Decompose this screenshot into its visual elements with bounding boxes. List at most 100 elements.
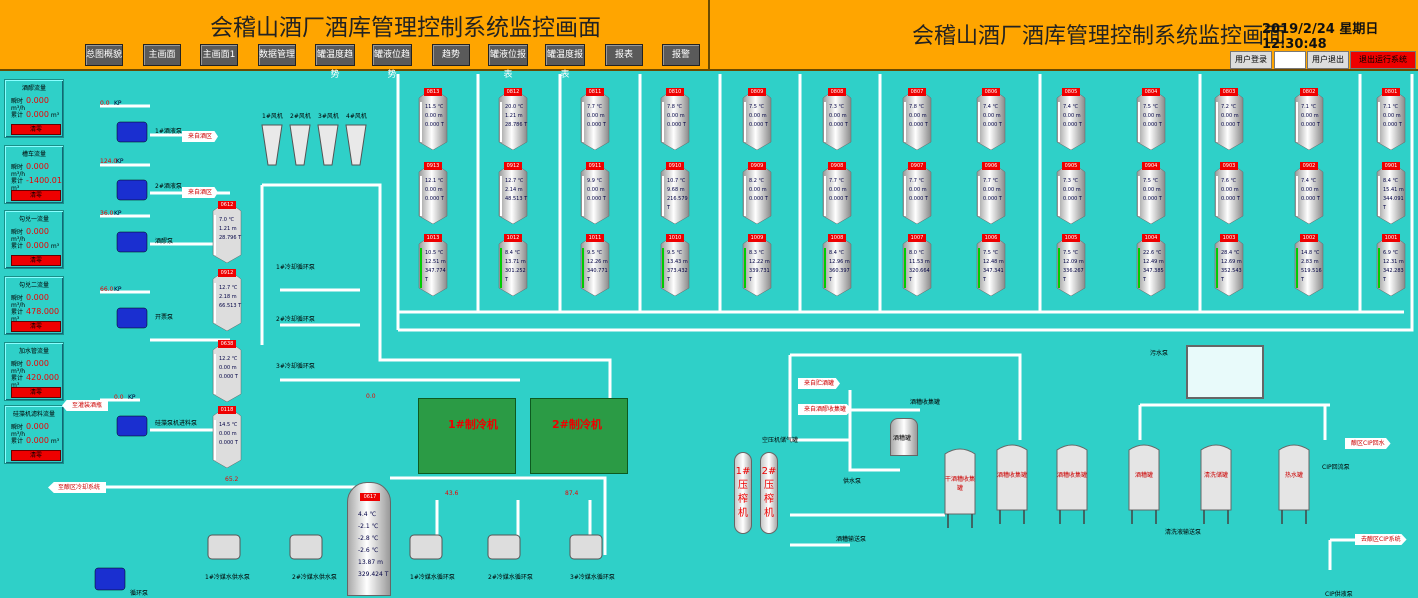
bottom-pump-5: 3#冷媒水循环泵 — [570, 574, 615, 581]
nav-main1[interactable]: 主画面1 — [200, 44, 238, 66]
exit-button[interactable]: 退出运行系统 — [1350, 51, 1416, 69]
small-tank[interactable] — [890, 418, 918, 456]
vertical-tank-1[interactable]: 干酒糟收集罐 — [944, 444, 976, 528]
reset-button-4[interactable]: 清零 — [11, 321, 61, 332]
tank-id: 0910 — [666, 162, 684, 170]
circ-pump-3: 3#冷却循环泵 — [276, 363, 315, 370]
nav-data[interactable]: 数据管理 — [258, 44, 296, 66]
reset-button-6[interactable]: 清零 — [11, 450, 61, 461]
nav-report[interactable]: 报表 — [605, 44, 643, 66]
tank-id: 0811 — [586, 88, 604, 96]
pump-icon — [116, 307, 148, 329]
vertical-tank-6[interactable]: 热水罐 — [1278, 440, 1310, 524]
header-divider — [708, 0, 710, 71]
user-input[interactable] — [1274, 51, 1306, 69]
vertical-tank-2[interactable]: 酒糟收集罐 — [996, 440, 1028, 524]
compressor-1[interactable]: 1#压榨机 — [734, 452, 752, 534]
nav-trend[interactable]: 趋势 — [432, 44, 470, 66]
cip-supply-label: CIP供液泵 — [1325, 591, 1353, 598]
reset-button-5[interactable]: 清零 — [11, 387, 61, 398]
pressure-p2: 65.2 — [225, 476, 239, 483]
bottom-pump-icons — [207, 534, 603, 560]
pump-label-1: 1#酒液泵 — [155, 128, 182, 135]
tank-id: 0908 — [828, 162, 846, 170]
login-button[interactable]: 用户登录 — [1230, 51, 1272, 69]
tag-from-yellow: 来自酒醪收集罐 — [798, 404, 853, 415]
nav-level-trend[interactable]: 罐液位趋势 — [372, 44, 412, 80]
reset-button-2[interactable]: 清零 — [11, 190, 61, 201]
tank-id: 0906 — [982, 162, 1000, 170]
chiller-2[interactable] — [530, 398, 628, 474]
tank-id: 0909 — [748, 162, 766, 170]
datetime-display: 2019/2/24 星期日 12:30:48 — [1262, 22, 1379, 52]
compressor-2[interactable]: 2#压榨机 — [760, 452, 778, 534]
fill-tank-label: 酒糟收集罐 — [910, 399, 941, 406]
vertical-tank-3[interactable]: 酒糟收集罐 — [1056, 440, 1088, 524]
logout-button[interactable]: 用户退出 — [1307, 51, 1349, 69]
nav-level-report[interactable]: 罐液位报表 — [488, 44, 528, 80]
tank-id: 0801 — [1382, 88, 1400, 96]
vertical-tank-4[interactable]: 酒糟罐 — [1128, 440, 1160, 524]
nav-overview[interactable]: 总图概貌 — [85, 44, 123, 66]
tag-to-cip: 去酿区CIP系统 — [1355, 534, 1407, 545]
tank-id: 1007 — [908, 234, 926, 242]
nav-alarm[interactable]: 报警 — [662, 44, 700, 66]
chiller-1[interactable] — [418, 398, 516, 474]
nav-temp-trend[interactable]: 罐温度趋势 — [315, 44, 355, 80]
cip-pump-label: CIP回流泵 — [1322, 464, 1350, 471]
reset-button-3[interactable]: 清零 — [11, 255, 61, 266]
vertical-tank-5[interactable]: 清洗储罐 — [1200, 440, 1232, 524]
nav-main[interactable]: 主画面 — [143, 44, 181, 66]
tank-id: 1003 — [1220, 234, 1238, 242]
reset-button-1[interactable]: 清零 — [11, 124, 61, 135]
tank-id: 0808 — [828, 88, 846, 96]
pump-label-2: 2#酒液泵 — [155, 183, 182, 190]
nav-temp-report[interactable]: 罐温度报表 — [545, 44, 585, 80]
